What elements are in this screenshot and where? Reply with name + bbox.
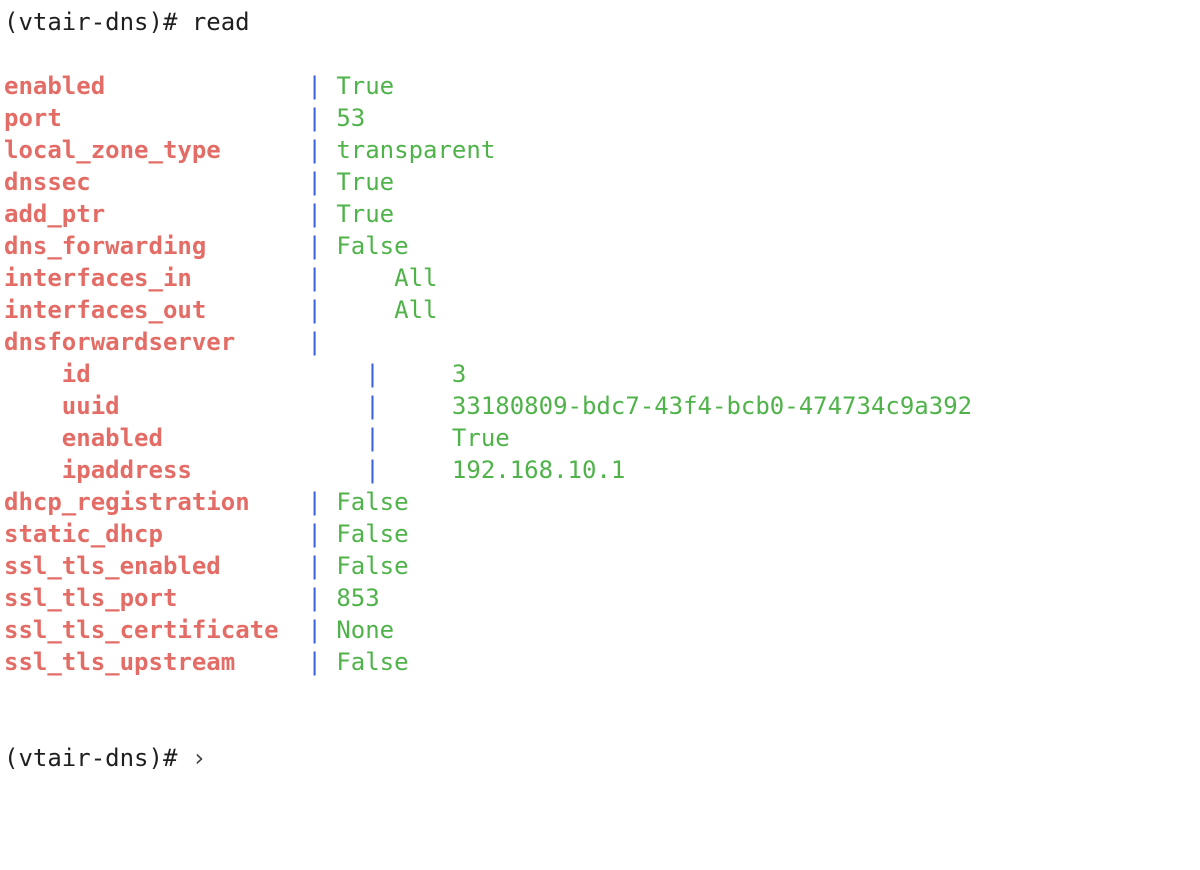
nested-field-value: 3 xyxy=(451,360,467,388)
field-row-dnssec: dnssec | True xyxy=(4,166,1196,198)
field-row-enabled: enabled | True xyxy=(4,70,1196,102)
field-separator: | xyxy=(307,104,322,132)
field-row-local-zone-type: local_zone_type | transparent xyxy=(4,134,1196,166)
field-key: ssl_tls_enabled xyxy=(4,552,221,580)
field-separator: | xyxy=(307,552,322,580)
field-row-interfaces-in: interfaces_in | All xyxy=(4,262,1196,294)
field-value: True xyxy=(336,200,395,228)
nested-field-key: enabled xyxy=(61,424,163,452)
field-separator: | xyxy=(307,168,322,196)
field-row-dhcp-registration: dhcp_registration | False xyxy=(4,486,1196,518)
field-key: ssl_tls_port xyxy=(4,584,178,612)
field-key: ssl_tls_upstream xyxy=(4,648,236,676)
terminal-window[interactable]: (vtair-dns)# read enabled | True port | … xyxy=(4,6,1196,774)
field-key: port xyxy=(4,104,62,132)
nested-field-row-uuid: uuid | 33180809-bdc7-43f4-bcb0-474734c9a… xyxy=(4,390,1196,422)
field-value: False xyxy=(336,648,409,676)
field-row-dns-forwarding: dns_forwarding | False xyxy=(4,230,1196,262)
field-separator: | xyxy=(307,200,322,228)
field-separator: | xyxy=(307,264,322,292)
nested-field-row-ipaddress: ipaddress | 192.168.10.1 xyxy=(4,454,1196,486)
field-separator: | xyxy=(307,136,322,164)
field-separator: | xyxy=(365,424,380,452)
input-prompt-line[interactable]: (vtair-dns)# › xyxy=(4,742,1196,774)
field-value: False xyxy=(336,520,409,548)
field-separator: | xyxy=(307,488,322,516)
nested-field-row-id: id | 3 xyxy=(4,358,1196,390)
prompt-text: (vtair-dns)# xyxy=(4,744,178,772)
nested-field-value: True xyxy=(451,424,510,452)
field-row-static-dhcp: static_dhcp | False xyxy=(4,518,1196,550)
field-key: enabled xyxy=(4,72,106,100)
field-key: add_ptr xyxy=(4,200,106,228)
nested-field-value: 192.168.10.1 xyxy=(451,456,626,484)
field-row-add-ptr: add_ptr | True xyxy=(4,198,1196,230)
field-row-port: port | 53 xyxy=(4,102,1196,134)
field-separator: | xyxy=(307,616,322,644)
nested-field-value: 33180809-bdc7-43f4-bcb0-474734c9a392 xyxy=(451,392,973,420)
field-row-interfaces-out: interfaces_out | All xyxy=(4,294,1196,326)
field-separator: | xyxy=(307,72,322,100)
field-key: ssl_tls_certificate xyxy=(4,616,279,644)
cursor-icon[interactable]: › xyxy=(191,744,207,772)
field-separator: | xyxy=(365,360,380,388)
field-value: 853 xyxy=(336,584,380,612)
field-value: False xyxy=(336,488,409,516)
field-key: local_zone_type xyxy=(4,136,221,164)
nested-field-key: uuid xyxy=(61,392,120,420)
field-separator: | xyxy=(307,584,322,612)
field-list-value: All xyxy=(394,296,438,324)
field-key: interfaces_out xyxy=(4,296,207,324)
field-row-ssl-tls-enabled: ssl_tls_enabled | False xyxy=(4,550,1196,582)
nested-field-row-enabled: enabled | True xyxy=(4,422,1196,454)
field-key: dnsforwardserver xyxy=(4,328,236,356)
field-value: True xyxy=(336,72,395,100)
field-row-ssl-tls-certificate: ssl_tls_certificate | None xyxy=(4,614,1196,646)
blank-line xyxy=(4,38,1196,70)
field-key: dnssec xyxy=(4,168,91,196)
field-separator: | xyxy=(365,456,380,484)
field-key: interfaces_in xyxy=(4,264,192,292)
command-line: (vtair-dns)# read xyxy=(4,6,1196,38)
field-separator: | xyxy=(307,232,322,260)
field-separator: | xyxy=(365,392,380,420)
field-row-ssl-tls-upstream: ssl_tls_upstream | False xyxy=(4,646,1196,678)
field-separator: | xyxy=(307,328,322,356)
field-value: None xyxy=(336,616,395,644)
nested-field-key: id xyxy=(61,360,91,388)
blank-line xyxy=(4,710,1196,742)
field-list-value: All xyxy=(394,264,438,292)
field-key: dhcp_registration xyxy=(4,488,250,516)
field-separator: | xyxy=(307,296,322,324)
command-text: read xyxy=(191,8,250,36)
field-value: 53 xyxy=(336,104,366,132)
field-row-dnsforwardserver: dnsforwardserver | xyxy=(4,326,1196,358)
field-key: static_dhcp xyxy=(4,520,163,548)
field-row-ssl-tls-port: ssl_tls_port | 853 xyxy=(4,582,1196,614)
field-value: False xyxy=(336,552,409,580)
nested-field-key: ipaddress xyxy=(61,456,192,484)
blank-line xyxy=(4,678,1196,710)
field-separator: | xyxy=(307,648,322,676)
field-value: True xyxy=(336,168,395,196)
field-value: transparent xyxy=(336,136,496,164)
field-value: False xyxy=(336,232,409,260)
field-separator: | xyxy=(307,520,322,548)
output-table: enabled | True port | 53 local_zone_type… xyxy=(4,70,1196,678)
field-key: dns_forwarding xyxy=(4,232,207,260)
prompt-text: (vtair-dns)# xyxy=(4,8,178,36)
